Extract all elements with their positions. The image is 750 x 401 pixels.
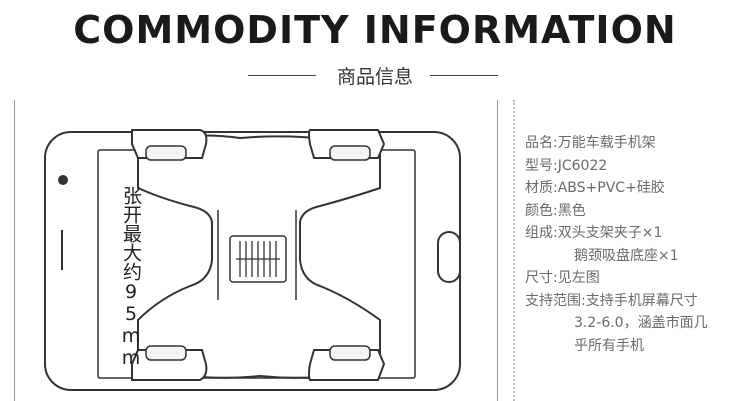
spec-value: 见左图: [557, 270, 600, 286]
spec-name: 品名:万能车载手机架: [525, 132, 747, 155]
pad-top-left: [145, 145, 187, 161]
pad-bottom-left: [145, 345, 187, 361]
spec-size: 尺寸:见左图: [525, 267, 747, 290]
spec-model: 型号:JC6022: [525, 155, 747, 178]
spec-label: 材质:: [525, 180, 558, 196]
spec-material: 材质:ABS+PVC+硅胶: [525, 177, 747, 200]
spec-value: JC6022: [557, 157, 608, 174]
frame-border-left: [14, 100, 15, 401]
spec-support: 支持范围:支持手机屏幕尺寸: [525, 290, 747, 313]
dotted-divider: [513, 100, 515, 401]
spec-label: 尺寸:: [525, 270, 558, 286]
pad-bottom-right: [329, 345, 371, 361]
spec-value: 黑色: [557, 202, 586, 219]
spec-value: 3.2-6.0，涵盖市面几: [574, 315, 708, 331]
spec-color: 颜色:黑色: [525, 200, 747, 223]
spec-support-line3: 乎所有手机: [525, 335, 747, 358]
pad-top-right: [329, 145, 371, 161]
subtitle-divider-right: [430, 75, 498, 76]
spec-label: 品名:: [525, 135, 558, 151]
phone-holder-illustration: [44, 129, 461, 391]
spec-value: 万能车载手机架: [557, 135, 656, 151]
section-subtitle: 商品信息: [336, 66, 413, 88]
spec-label: 支持范围:: [525, 292, 586, 309]
page-title: COMMODITY INFORMATION: [73, 8, 677, 52]
spec-support-line2: 3.2-6.0，涵盖市面几: [525, 312, 747, 335]
spec-label: 组成:: [525, 225, 558, 241]
spec-list: 品名:万能车载手机架 型号:JC6022 材质:ABS+PVC+硅胶 颜色:黑色…: [525, 132, 747, 357]
spec-label: 型号:: [525, 157, 558, 174]
spec-value: 双头支架夹子×1: [557, 225, 663, 241]
spec-label: 颜色:: [525, 202, 558, 219]
spec-composition-line2: 鹅颈吸盘底座×1: [525, 245, 747, 268]
spring-icon: [236, 241, 280, 277]
spec-value: ABS+PVC+硅胶: [557, 180, 665, 196]
camera-icon: [58, 175, 68, 185]
spec-composition: 组成:双头支架夹子×1: [525, 222, 747, 245]
spec-value: 乎所有手机: [574, 337, 644, 354]
frame-border-right: [497, 100, 498, 401]
home-button: [437, 231, 461, 283]
subtitle-row: 商品信息: [0, 60, 750, 90]
subtitle-divider-left: [248, 75, 316, 76]
spec-value: 鹅颈吸盘底座×1: [574, 247, 679, 264]
spec-value: 支持手机屏幕尺寸: [585, 292, 698, 309]
opening-width-annotation: 张开最大约95mm: [120, 186, 142, 369]
